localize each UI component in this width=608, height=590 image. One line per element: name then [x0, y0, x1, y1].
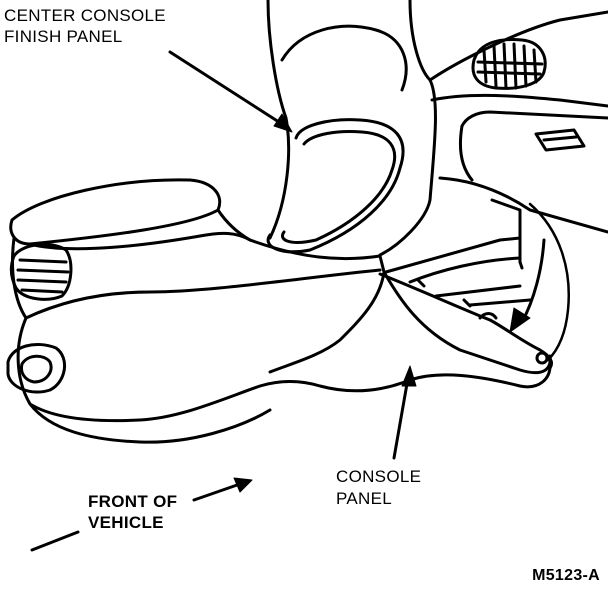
- floor-lines: [384, 198, 570, 362]
- figure-code: M5123-A: [532, 567, 600, 584]
- armrest-lid: [9, 178, 252, 251]
- dash-slot: [534, 128, 586, 152]
- console-body: [11, 236, 552, 444]
- front-of-vehicle-label-line2: VEHICLE: [88, 513, 164, 532]
- dash-vent-upper: [471, 38, 547, 90]
- front-of-vehicle-label-line1: FRONT OF: [88, 492, 178, 511]
- console-panel-label-line1: CONSOLE: [336, 467, 422, 486]
- center-console-finish-panel: [266, 0, 437, 257]
- center-console-label-line2: FINISH PANEL: [4, 27, 123, 46]
- dashboard: [428, 10, 608, 234]
- leader-arrow-center-console: [168, 50, 293, 133]
- removal-arrow: [509, 238, 546, 333]
- console-vent: [9, 242, 73, 301]
- center-console-label-line1: CENTER CONSOLE: [4, 6, 166, 25]
- front-of-vehicle-arrow: [30, 477, 253, 552]
- console-panel-label-line2: PANEL: [336, 489, 392, 508]
- cupholder: [6, 343, 66, 394]
- leader-arrow-console-panel: [392, 365, 417, 460]
